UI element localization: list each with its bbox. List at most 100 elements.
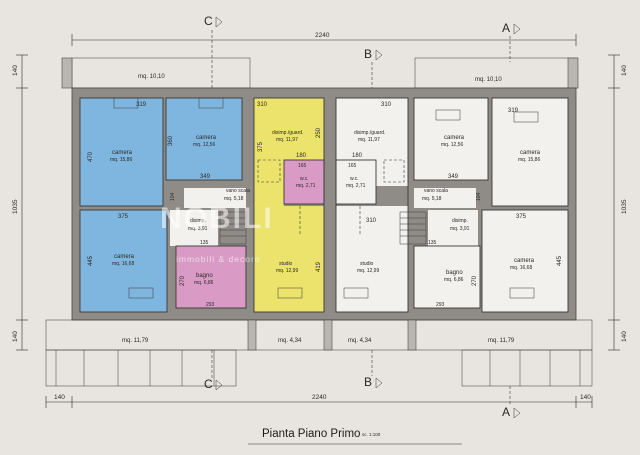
room-area: mq. 12,99: [276, 268, 298, 274]
stairs-left: [219, 211, 247, 245]
watermark-subtext: immobili & decoro: [176, 254, 261, 264]
room-label: studio: [279, 261, 293, 267]
section-c-bottom-label: C: [204, 377, 213, 391]
balcony-area: mq. 11,79: [488, 338, 515, 344]
room-label: camera: [444, 135, 465, 141]
section-c-top: C: [204, 14, 223, 90]
dim-camera-tr2-w: 349: [448, 174, 459, 180]
room-wc-l: [284, 160, 324, 204]
dim-bottom-140-right: 140: [580, 394, 591, 401]
room-area: mq. 15,86: [110, 157, 132, 163]
dim-right-1035: 1035: [621, 199, 628, 214]
balcony-bottom: mq. 11,79 mq. 4,34 mq. 4,34 mq. 11,79: [45, 319, 593, 387]
dashed-hints: [257, 159, 405, 235]
dim-bagno-l-w: 135: [200, 240, 209, 246]
dim-camera-tr-w: 319: [508, 108, 519, 114]
dim-bagno-r-h: 270: [472, 275, 478, 286]
dim-disimp-r-w: 310: [381, 102, 392, 108]
dim-right-140-top: 140: [621, 65, 628, 76]
dim-bottom-140-left: 140: [54, 394, 65, 401]
room-label: bagno: [446, 270, 463, 276]
dim-camera-tl-w: 319: [136, 102, 147, 108]
room-outlines: [79, 97, 569, 313]
dim-camera-bl-h: 445: [88, 255, 94, 266]
room-label: disimp./guard.: [354, 130, 385, 136]
room-area: mq. 15,86: [518, 157, 540, 163]
balcony-area: mq. 11,79: [122, 338, 149, 344]
dim-bagno-l-w2: 293: [206, 302, 215, 308]
room-label: disimp.: [190, 218, 206, 224]
room-label: bagno: [196, 273, 213, 279]
top-dimension: 2240: [71, 32, 577, 46]
section-a-bottom: A: [502, 386, 521, 419]
dim-wc-l-w: 165: [298, 163, 307, 169]
room-camera-tl: [80, 98, 163, 206]
dim-disimp-l-w: 310: [257, 102, 268, 108]
room-label: camera: [114, 254, 135, 260]
right-dimensions: 140 1035 140: [608, 54, 628, 351]
room-label: camera: [520, 150, 541, 156]
room-vano-l: [184, 188, 246, 208]
balcony-area: mq. 4,34: [278, 338, 302, 344]
balcony-area: mq. 10,10: [138, 74, 165, 80]
dim-left-140-bottom: 140: [12, 331, 19, 342]
dim-total-bottom: 2240: [312, 394, 327, 401]
balcony-area: mq. 4,34: [348, 338, 372, 344]
section-b-top: B: [364, 47, 383, 92]
room-area: mq. 3,91: [188, 226, 208, 232]
section-arrow-icon: [215, 379, 223, 391]
dim-disimp-r-w2: 180: [352, 153, 363, 159]
dim-studio-l-h: 419: [316, 261, 322, 272]
dim-camera-tl-h: 470: [88, 151, 94, 162]
dim-bagno-l-h: 270: [180, 275, 186, 286]
dim-camera-br-h: 445: [557, 255, 563, 266]
balcony-area: mq. 10,10: [475, 77, 502, 83]
section-a-top-label: A: [502, 21, 510, 35]
room-bagno-r: [414, 246, 480, 308]
room-label: camera: [112, 150, 133, 156]
room-vano-r: [414, 188, 476, 208]
room-area: mq. 11,97: [276, 137, 298, 143]
room-disimp-l-ext: [254, 186, 284, 206]
room-wc-r: [336, 160, 376, 204]
room-label: camera: [196, 135, 217, 141]
room-area: mq. 5,18: [422, 196, 442, 202]
dim-bagno-r-w: 135: [428, 240, 437, 246]
section-c-top-label: C: [204, 14, 213, 28]
section-arrow-icon: [513, 23, 521, 35]
room-label: w.c.: [350, 176, 359, 182]
room-disimp-sm-r: [428, 210, 478, 246]
dim-camera-br-w: 375: [516, 214, 527, 220]
section-b-bottom-label: B: [364, 375, 372, 389]
room-area: mq. 6,86: [194, 280, 214, 286]
section-arrow-icon: [513, 407, 521, 419]
info-tags: [113, 97, 539, 299]
stairs-right: [399, 211, 427, 245]
dim-camera-tl2-w: 349: [200, 174, 211, 180]
room-area: mq. 12,56: [193, 142, 215, 148]
dim-camera-tl2-h: 360: [168, 135, 174, 146]
dim-disimp-l-h2: 250: [316, 127, 322, 138]
room-area: mq. 5,18: [224, 196, 244, 202]
room-label: w.c.: [300, 176, 309, 182]
room-bagno-l: [176, 246, 246, 308]
dim-wc-r-w: 165: [348, 163, 357, 169]
scale-label: sc. 1:100: [362, 432, 381, 437]
section-a-top: A: [502, 21, 521, 62]
dim-vano-l: 104: [170, 192, 176, 201]
room-area: mq. 11,97: [358, 137, 380, 143]
dim-studio-r-w: 310: [366, 218, 377, 224]
room-area: mq. 16,68: [112, 261, 134, 267]
section-arrow-icon: [215, 16, 223, 28]
room-area: mq. 12,56: [441, 142, 463, 148]
room-camera-tr: [492, 98, 568, 206]
section-c-bottom: C: [204, 350, 223, 391]
dim-total-top: 2240: [315, 32, 330, 39]
watermark-text: NOBILI: [160, 202, 274, 235]
room-area: mq. 16,68: [510, 265, 532, 271]
room-label: vano scala: [424, 188, 448, 194]
room-label: disimp.: [452, 218, 468, 224]
dim-left-1035: 1035: [12, 199, 19, 214]
room-camera-tr2: [414, 98, 488, 180]
